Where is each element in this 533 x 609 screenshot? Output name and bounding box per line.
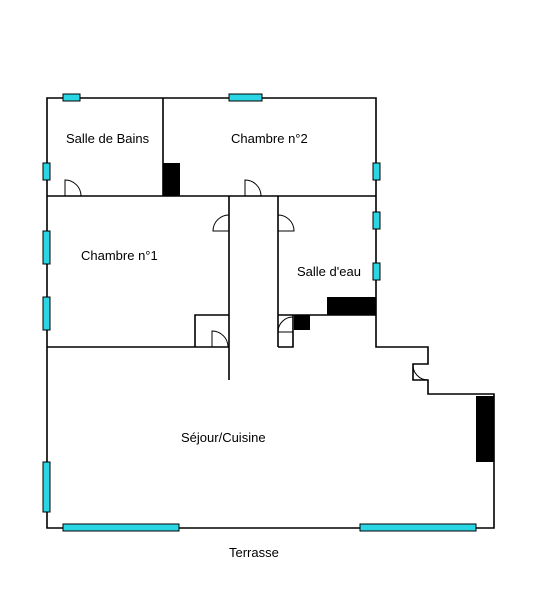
door-salle-de-bains <box>64 179 82 197</box>
room-label-chambre-2: Chambre n°2 <box>231 131 308 146</box>
window-right-salle-deau-lower <box>372 262 381 281</box>
room-label-salle-de-bains: Salle de Bains <box>66 131 150 146</box>
door-sejour-recess <box>412 363 429 381</box>
door-chambre-2 <box>244 179 262 197</box>
room-label-salle-deau: Salle d'eau <box>297 264 361 279</box>
window-left-chambre1-upper <box>42 230 51 265</box>
door-chambre-1-lower <box>211 330 229 348</box>
window-left-sejour <box>42 461 51 513</box>
room-label-chambre-1: Chambre n°1 <box>81 248 158 263</box>
door-salle-deau-lower <box>277 316 294 333</box>
fixture-salle-deau-small <box>294 315 310 330</box>
window-top-center <box>228 93 263 102</box>
doors <box>64 179 429 381</box>
door-salle-deau <box>277 214 295 232</box>
fixture-sejour-right <box>476 396 494 462</box>
fixture-chambre2 <box>163 163 180 196</box>
outer-walls <box>46 97 495 529</box>
window-right-chambre2 <box>372 162 381 181</box>
window-bottom-right <box>359 523 477 532</box>
fixtures <box>163 163 494 462</box>
door-chambre-1 <box>212 214 230 232</box>
windows <box>42 93 477 532</box>
window-right-salle-deau-upper <box>372 211 381 230</box>
outside-label-terrasse: Terrasse <box>229 545 279 560</box>
room-label-sejour-cuisine: Séjour/Cuisine <box>181 430 266 445</box>
fixture-salle-deau-shelf <box>327 297 376 315</box>
window-top-left <box>62 93 81 102</box>
window-left-salle-bains <box>42 162 51 181</box>
window-bottom-left <box>62 523 180 532</box>
window-left-chambre1-lower <box>42 296 51 331</box>
